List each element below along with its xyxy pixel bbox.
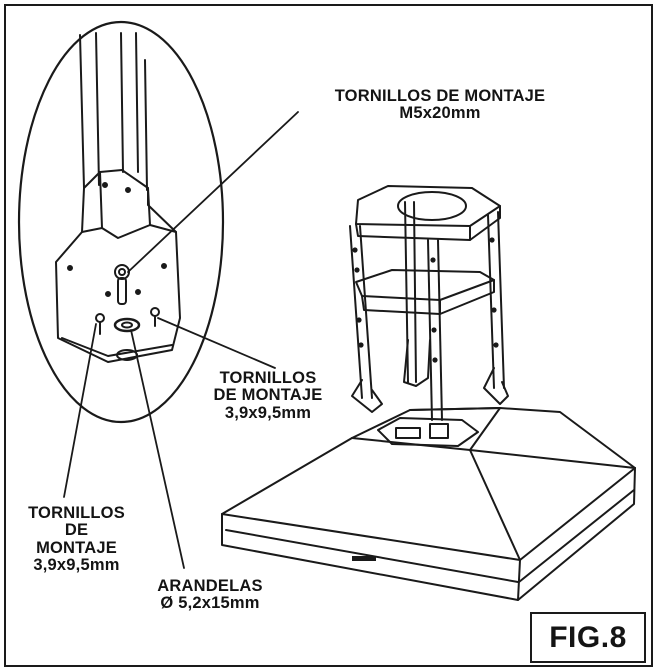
diagram-frame: [4, 4, 653, 667]
detail-ellipse: [17, 20, 225, 424]
hood-body: [221, 407, 636, 601]
label-screws-right-line1: TORNILLOS: [219, 369, 317, 387]
label-screws-right-line2: DE MONTAJE: [213, 386, 323, 405]
label-washers: ARANDELAS Ø 5,2x15mm: [145, 577, 275, 613]
label-screws-m5-line1: TORNILLOS DE MONTAJE: [334, 87, 546, 105]
figure-label: FIG.8: [549, 620, 627, 654]
label-screws-right: TORNILLOS DE MONTAJE 3,9x9,5mm: [188, 369, 348, 422]
leader-lines: [63, 111, 299, 569]
figure-label-box: FIG.8: [530, 612, 646, 663]
label-screws-left-line2: DE: [64, 521, 89, 540]
label-screws-left: TORNILLOS DE MONTAJE 3,9x9,5mm: [4, 504, 149, 574]
label-washers-line2: Ø 5,2x15mm: [160, 594, 260, 613]
support-frame: [349, 185, 509, 421]
label-screws-left-line4: 3,9x9,5mm: [33, 555, 120, 574]
label-washers-line1: ARANDELAS: [157, 577, 263, 595]
bracket-detail: [55, 32, 181, 363]
label-screws-m5: TORNILLOS DE MONTAJE M5x20mm: [290, 87, 590, 123]
label-screws-m5-line2: M5x20mm: [399, 104, 481, 123]
label-screws-left-line1: TORNILLOS: [28, 504, 125, 522]
label-screws-left-line3: MONTAJE: [36, 538, 117, 557]
label-screws-right-line3: 3,9x9,5mm: [224, 403, 312, 422]
